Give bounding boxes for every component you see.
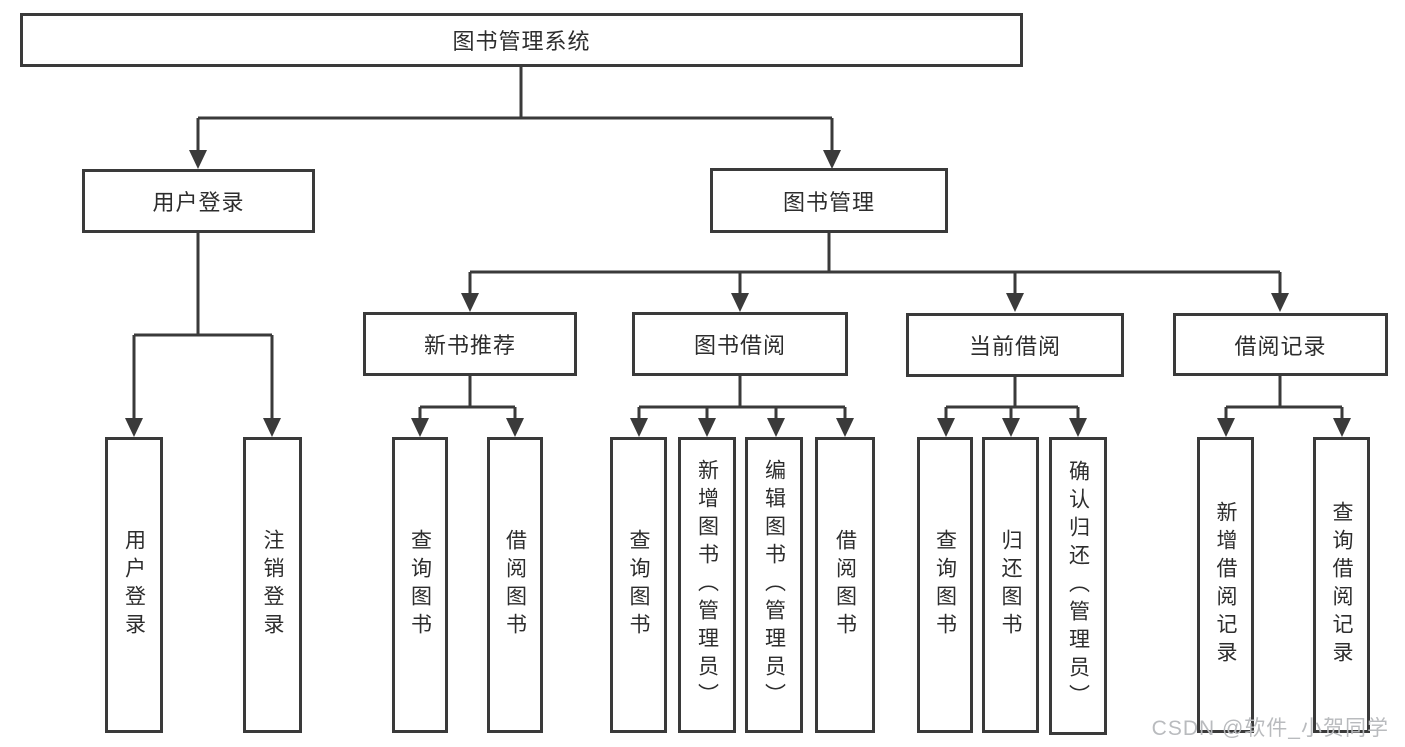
connector-user-login-branch: [132, 233, 274, 420]
leaf-query-books-borrow: 查询图书: [610, 437, 667, 733]
node-book-borrowing: 图书借阅: [632, 312, 848, 376]
arrow-down-icon: [1333, 418, 1351, 437]
leaf-confirm-return-admin: 确认归还（管理员）: [1049, 437, 1107, 735]
leaf-edit-books-admin: 编辑图书（管理员）: [745, 437, 803, 733]
connector-book-borrow-branch: [637, 376, 847, 420]
connector-root-to-level2: [196, 67, 834, 152]
node-new-book-recommendation: 新书推荐: [363, 312, 577, 376]
leaf-logout-login: 注销登录: [243, 437, 302, 733]
arrow-down-icon: [411, 418, 429, 437]
leaf-borrow-books-recommend: 借阅图书: [487, 437, 543, 733]
connector-book-management-branch: [468, 233, 1282, 295]
node-current-borrowing: 当前借阅: [906, 313, 1124, 377]
arrow-down-icon: [1006, 293, 1024, 312]
leaf-query-borrow-record: 查询借阅记录: [1313, 437, 1370, 733]
node-borrowing-records: 借阅记录: [1173, 313, 1388, 376]
leaf-add-borrow-record: 新增借阅记录: [1197, 437, 1254, 733]
leaf-user-login: 用户登录: [105, 437, 163, 733]
leaf-return-books: 归还图书: [982, 437, 1039, 733]
node-book-management: 图书管理: [710, 168, 948, 233]
arrow-down-icon: [1002, 418, 1020, 437]
connector-borrow-records-branch: [1224, 376, 1344, 420]
arrow-down-icon: [630, 418, 648, 437]
leaf-query-books-current: 查询图书: [917, 437, 973, 733]
connector-new-book-branch: [418, 376, 517, 420]
arrow-down-icon: [461, 293, 479, 312]
arrow-down-icon: [823, 150, 841, 169]
arrow-down-icon: [1069, 418, 1087, 437]
leaf-add-books-admin: 新增图书（管理员）: [678, 437, 736, 733]
leaf-query-books-recommend: 查询图书: [392, 437, 448, 733]
arrow-down-icon: [263, 418, 281, 437]
node-library-management-system: 图书管理系统: [20, 13, 1023, 67]
arrow-down-icon: [125, 418, 143, 437]
arrow-down-icon: [506, 418, 524, 437]
arrow-down-icon: [836, 418, 854, 437]
arrow-down-icon: [731, 293, 749, 312]
arrowheads: [125, 150, 1351, 437]
arrow-down-icon: [189, 150, 207, 169]
node-user-login: 用户登录: [82, 169, 315, 233]
arrow-down-icon: [1271, 293, 1289, 312]
arrow-down-icon: [698, 418, 716, 437]
arrow-down-icon: [1217, 418, 1235, 437]
connector-current-borrow-branch: [944, 377, 1080, 420]
arrow-down-icon: [767, 418, 785, 437]
csdn-watermark: CSDN @软件_小贺同学: [1151, 717, 1389, 740]
arrow-down-icon: [937, 418, 955, 437]
leaf-borrow-books-borrow: 借阅图书: [815, 437, 875, 733]
connector-paths: [132, 67, 1344, 420]
